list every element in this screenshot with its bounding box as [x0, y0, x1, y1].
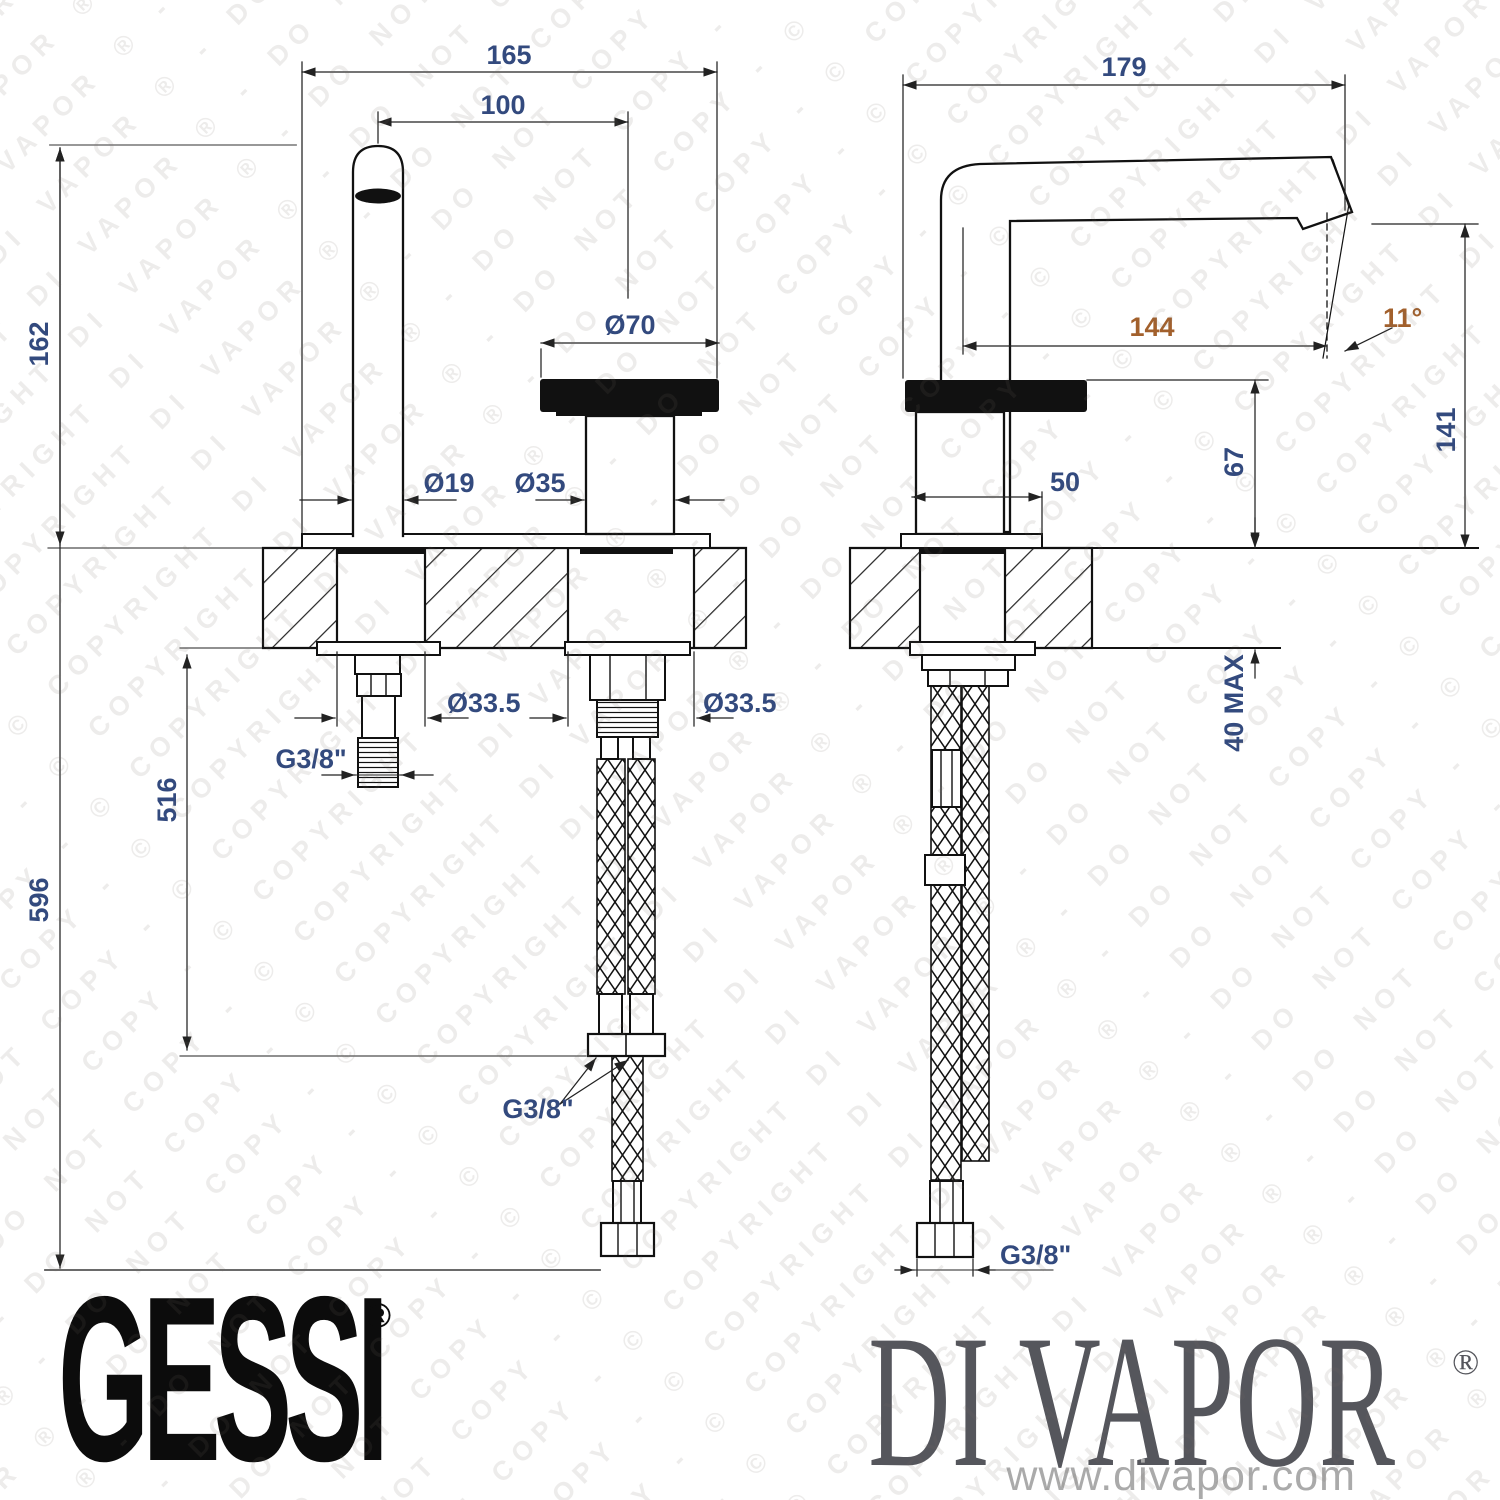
- base-plate: [301, 533, 711, 549]
- dim-spout-diameter: Ø19: [423, 468, 474, 498]
- gessi-registered-mark: ®: [366, 1297, 391, 1335]
- dim-spout-angle: 11°: [1383, 303, 1422, 333]
- dim-spout-to-handle: 100: [480, 90, 525, 120]
- countertop-section: [261, 546, 748, 650]
- dim-hose-end-thread: G3/8": [1000, 1240, 1071, 1270]
- dim-depth-overall: 179: [1101, 52, 1146, 82]
- side-hoses: [909, 641, 1036, 1259]
- dim-height-above-counter: 162: [24, 321, 54, 366]
- dim-base-depth: 50: [1050, 467, 1080, 497]
- front-view: 165 100 Ø70 Ø19 Ø35 162 596 516 Ø33.5 Ø3…: [24, 40, 777, 1271]
- divapor-logo: DI VAPOR: [868, 1295, 1396, 1500]
- website-url: www.divapor.com: [1005, 1452, 1356, 1500]
- countertop-section-side: [848, 546, 1094, 650]
- handle-side: [905, 380, 1087, 412]
- dim-spout-hole: Ø33.5: [447, 688, 521, 718]
- handle-disc: [540, 379, 719, 412]
- spout-tailpiece: [316, 641, 441, 788]
- dim-hose-drop: 516: [152, 777, 182, 822]
- spout-front: [351, 144, 405, 538]
- dim-counter-thickness-max: 40 MAX: [1219, 654, 1249, 752]
- spout-outlet: [355, 188, 401, 204]
- valve-tail-and-hoses: [564, 641, 691, 1258]
- dim-valve-hole: Ø33.5: [703, 688, 777, 718]
- dim-spout-tail-thread: G3/8": [275, 744, 346, 774]
- dim-total-height: 596: [24, 877, 54, 922]
- handle-stem: [584, 414, 676, 536]
- handle-stem-side: [914, 410, 1006, 536]
- dim-spout-reach: 144: [1129, 312, 1174, 342]
- front-view-dimensions: [55, 61, 734, 1269]
- gessi-logo: GESSI: [58, 1249, 382, 1500]
- dim-handle-top-height: 67: [1219, 447, 1249, 477]
- dim-width-overall: 165: [486, 40, 531, 70]
- dim-hose-joint-thread: G3/8": [502, 1094, 573, 1124]
- side-view-dimensions: [894, 74, 1479, 1277]
- dim-stem-diameter: Ø35: [514, 468, 565, 498]
- dim-handle-diameter: Ø70: [604, 310, 655, 340]
- base-plate-side: [900, 533, 1043, 549]
- branding: GESSI ® DI VAPOR ® www.divapor.com: [58, 1249, 1479, 1500]
- divapor-registered-mark: ®: [1452, 1342, 1479, 1382]
- side-view: 179 144 11° 141 67 50 40 MAX G3/8": [848, 52, 1479, 1277]
- dim-spout-outlet-height: 141: [1431, 407, 1461, 452]
